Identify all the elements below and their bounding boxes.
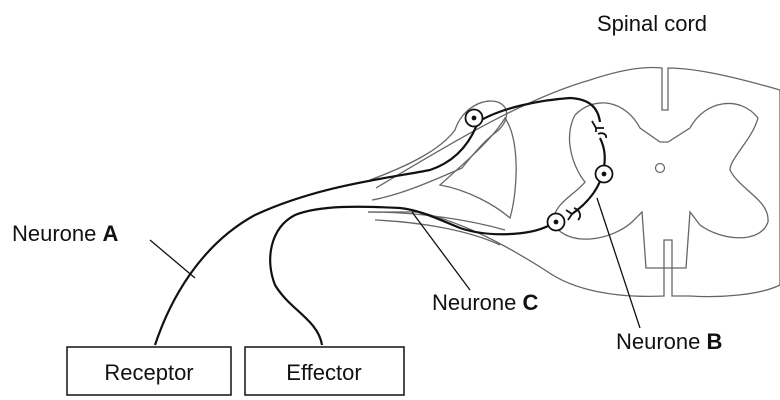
neurone-a-label: Neurone A (12, 221, 119, 246)
neurone-b-label-letter: B (707, 329, 723, 354)
neurone-a-nucleus (472, 116, 477, 121)
synapse-b-c (566, 208, 580, 220)
neurone-b-label: Neurone B (616, 329, 722, 354)
synapse-b-c-upper (598, 133, 606, 138)
leader-line-neurone-a (150, 240, 195, 278)
receptor-label: Receptor (104, 360, 193, 385)
spinal-cord-label: Spinal cord (597, 11, 707, 36)
neurone-b-nucleus (602, 172, 607, 177)
neurone-c-label: Neurone C (432, 290, 539, 315)
neurone-a-label-prefix: Neurone (12, 221, 103, 246)
neurone-c-nucleus (554, 220, 559, 225)
neurone-a-label-letter: A (103, 221, 119, 246)
ventral-root-outline (368, 212, 505, 245)
root-junction-region (440, 118, 516, 218)
grey-matter-outline (554, 103, 769, 268)
synapse-a-b (592, 121, 604, 132)
neurone-b-label-prefix: Neurone (616, 329, 707, 354)
leader-line-neurone-b (597, 198, 640, 328)
effector-label: Effector (286, 360, 361, 385)
neurone-c-label-letter: C (523, 290, 539, 315)
leader-line-neurone-c (412, 212, 470, 290)
neurone-c-path (270, 207, 548, 345)
neurone-c-label-prefix: Neurone (432, 290, 523, 315)
central-canal (656, 164, 665, 173)
